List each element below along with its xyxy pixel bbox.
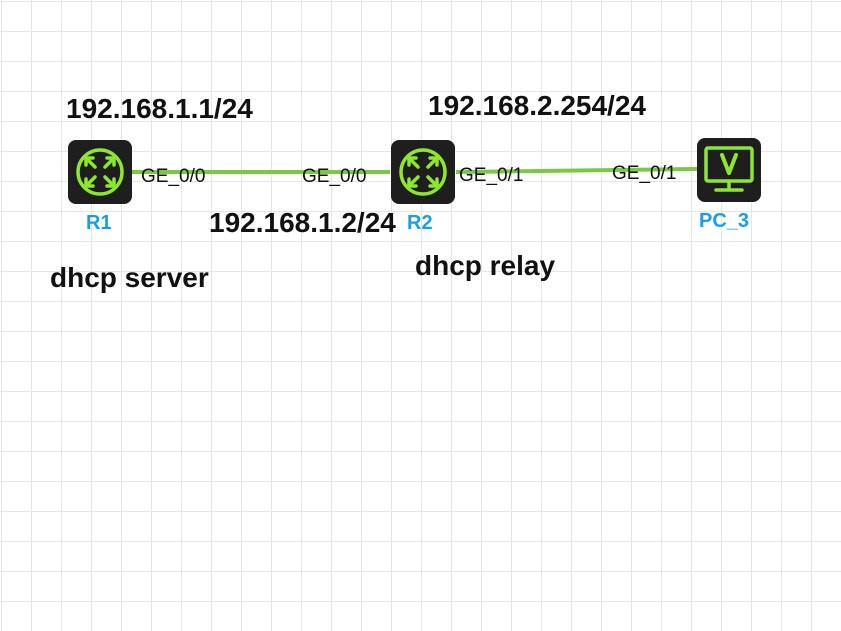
annotation-r1-role: dhcp server bbox=[50, 262, 209, 293]
annotation-r2-ge00-ip: 192.168.1.2/24 bbox=[209, 207, 396, 238]
annotation-r1-ip: 192.168.1.1/24 bbox=[66, 93, 253, 124]
iface-label-pc3-ge01: GE_0/1 bbox=[612, 163, 677, 184]
device-label-r2: R2 bbox=[407, 212, 433, 234]
pc-monitor-icon bbox=[697, 138, 761, 202]
iface-label-r2-ge00: GE_0/0 bbox=[302, 166, 367, 187]
device-label-r1: R1 bbox=[86, 212, 112, 234]
device-r1[interactable] bbox=[67, 139, 133, 205]
router-icon bbox=[391, 140, 455, 204]
device-r2[interactable] bbox=[390, 139, 456, 205]
link-r2-pc3[interactable] bbox=[455, 167, 698, 174]
iface-label-r1-ge00: GE_0/0 bbox=[141, 166, 206, 187]
device-label-pc3: PC_3 bbox=[699, 210, 750, 232]
annotation-r2-role: dhcp relay bbox=[415, 250, 556, 281]
annotation-r2-ge01-ip: 192.168.2.254/24 bbox=[428, 90, 646, 121]
device-pc3[interactable] bbox=[696, 137, 762, 203]
router-icon bbox=[68, 140, 132, 204]
iface-label-r2-ge01: GE_0/1 bbox=[459, 165, 524, 186]
